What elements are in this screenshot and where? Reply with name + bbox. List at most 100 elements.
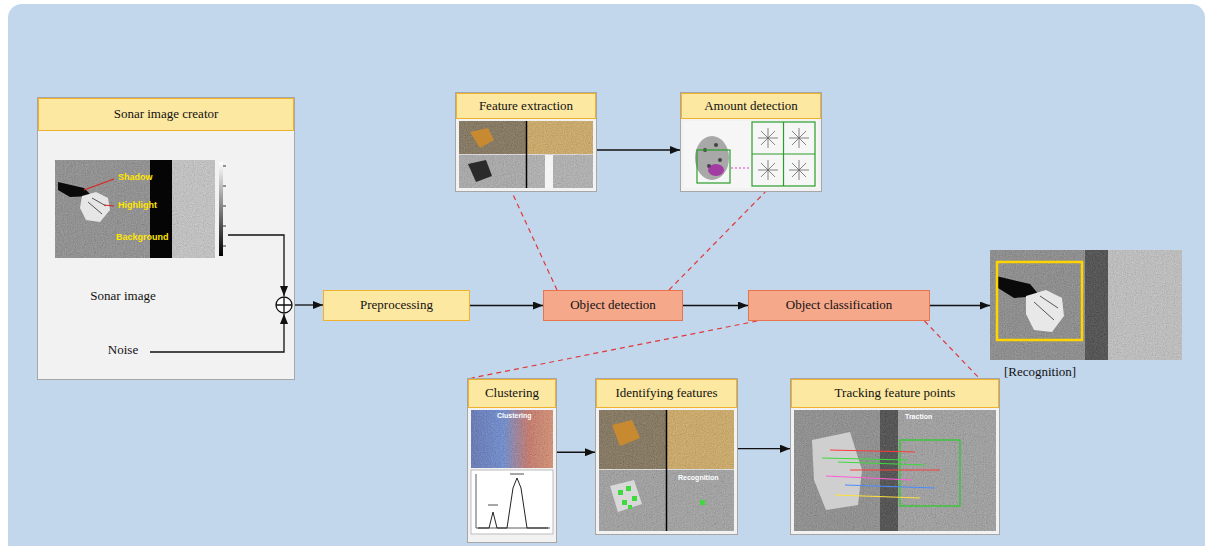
cluster-image-part	[471, 410, 553, 468]
text-slot: Noise	[38, 343, 208, 358]
sonar-image	[55, 160, 226, 258]
sonar-image-part	[80, 192, 110, 222]
text-slot: [Recognition]	[990, 365, 1090, 380]
amount-image-part	[758, 128, 809, 180]
amount-image-part	[697, 150, 730, 183]
flow-arrow	[597, 149, 680, 150]
recognition-image-part	[1026, 290, 1064, 332]
annotation-label: Clustering	[497, 412, 532, 420]
tracking-image-part	[794, 410, 996, 531]
recognition-image-part	[997, 262, 1082, 340]
panel-fill-part	[37, 97, 295, 380]
backdrop-part	[8, 4, 1205, 546]
flow-arrow	[930, 305, 990, 306]
amount-image-part	[695, 136, 729, 180]
tracking-image-part	[822, 450, 940, 498]
process-box: Preprocessing	[323, 290, 470, 321]
step-panel: Identifying features	[595, 378, 738, 535]
amount-image-part-part	[758, 160, 778, 180]
tracking-image-part-part	[822, 458, 908, 460]
sonar-image-part	[172, 160, 215, 258]
header-band: Feature extraction	[456, 93, 596, 119]
amount-image-part	[752, 122, 815, 186]
feature-image-part	[468, 160, 492, 182]
tracking-image-part-part	[830, 450, 915, 452]
dashed-leader	[472, 321, 758, 378]
tracking-image-part-part	[835, 495, 920, 498]
tracking-image	[794, 410, 996, 531]
flow-arrow	[470, 305, 543, 306]
dashed-leader	[925, 321, 979, 378]
header-band: Tracking feature points	[791, 379, 999, 408]
annotation-label: Recognition	[678, 474, 718, 482]
panel-title: Sonar image creator	[114, 107, 219, 122]
box-label: Object detection	[570, 298, 656, 313]
panel-title: Tracking feature points	[835, 386, 956, 401]
stage-box: Object detection	[543, 290, 683, 321]
dashed-leader	[669, 192, 765, 290]
panel-title: Identifying features	[615, 386, 717, 401]
amount-image-part	[714, 143, 718, 147]
flow-arrow	[738, 448, 790, 449]
annotation-label: Shadow	[118, 172, 153, 182]
label-slot: Traction	[905, 413, 932, 421]
cluster-image-part	[488, 474, 524, 505]
caption-text: Sonar image	[38, 289, 208, 304]
identify-image-part	[612, 420, 640, 446]
identify-image-part-part	[618, 490, 623, 495]
sonar-image-part	[219, 162, 223, 256]
feature-image	[459, 121, 593, 188]
identify-image-part	[610, 480, 642, 512]
tracking-image-part-part	[826, 476, 912, 480]
amount-image-part	[684, 121, 818, 188]
caption-text: Noise	[38, 343, 208, 358]
panel-fill-part	[595, 378, 738, 535]
panel-title: Amount detection	[704, 99, 798, 114]
amount-image-part	[752, 122, 815, 186]
signal-wire-part	[150, 314, 284, 352]
label-slot: Shadow	[118, 172, 153, 182]
identify-image-part-part	[622, 500, 627, 505]
identify-image	[599, 410, 734, 531]
label-slot: Recognition	[678, 474, 718, 482]
tracking-image-part-part	[850, 470, 940, 471]
label-slot: Background	[116, 232, 169, 242]
step-panel: Tracking feature points	[790, 378, 1000, 535]
tracking-image-part-part	[845, 485, 935, 488]
recognition-image	[990, 250, 1182, 360]
panel-fill-part	[467, 378, 557, 543]
panel-fill-part	[790, 378, 1000, 535]
cluster-image-part	[471, 470, 553, 534]
result-image: [Recognition]	[990, 250, 1182, 360]
identify-image-part-part	[632, 496, 637, 501]
amount-image-part	[708, 164, 724, 176]
step-panel: Amount detection	[680, 92, 822, 192]
cluster-image	[471, 410, 553, 534]
identify-image-part	[599, 410, 734, 531]
flow-arrow	[557, 452, 595, 453]
step-panel: Feature extraction	[455, 92, 597, 192]
feature-image-part	[470, 128, 494, 148]
feature-image-part	[526, 121, 528, 188]
tracking-image-part-part	[838, 462, 925, 465]
box-label: Object classification	[786, 298, 893, 313]
cluster-image-part	[476, 474, 550, 528]
panel-title: Feature extraction	[479, 99, 573, 114]
caption-text: [Recognition]	[990, 365, 1090, 380]
signal-wire-part	[276, 297, 292, 313]
panel-fill-part	[455, 92, 597, 192]
header-band: Clustering	[468, 379, 556, 408]
text-slot: Sonar image	[38, 289, 208, 304]
signal-wire-part	[276, 297, 292, 313]
amount-image-part-part	[789, 128, 809, 148]
flow-arrow	[683, 305, 748, 306]
box-label: Preprocessing	[360, 298, 433, 313]
annotation-label: Traction	[905, 413, 932, 421]
panel-fill	[37, 92, 1000, 543]
amount-image	[684, 121, 818, 188]
label-slot: Clustering	[497, 412, 532, 420]
